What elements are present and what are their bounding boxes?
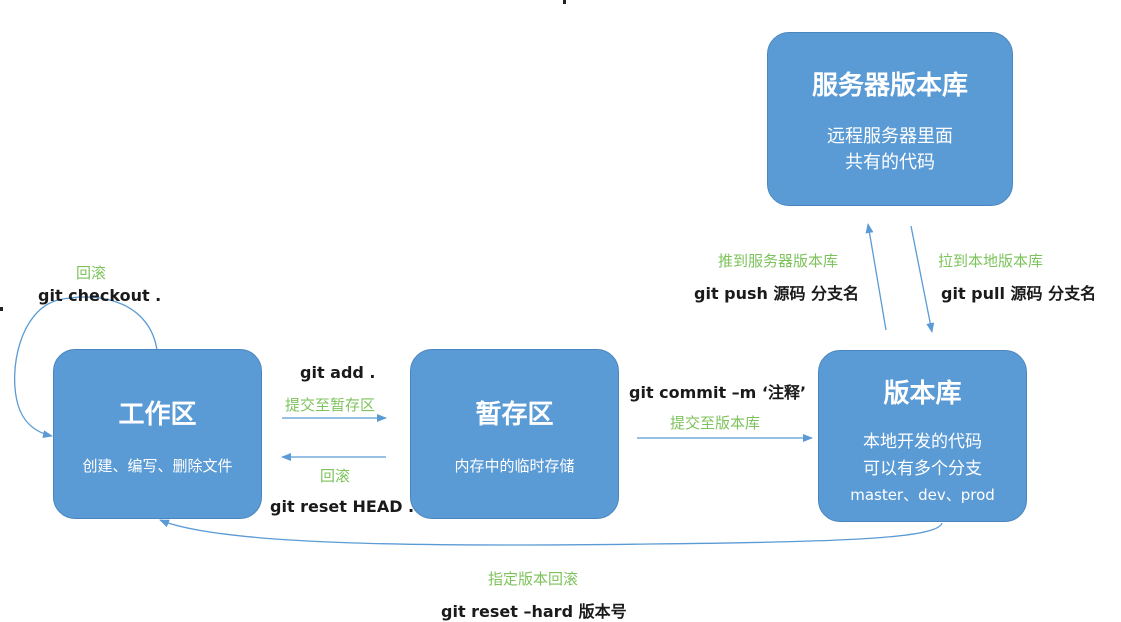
workspace-desc: 创建、编写、删除文件 bbox=[82, 457, 233, 475]
reset-hard-note: 指定版本回滚 bbox=[488, 570, 579, 588]
commit-command: git commit –m ‘注释’ bbox=[629, 383, 807, 402]
repository-desc-line-2: 可以有多个分支 bbox=[863, 459, 982, 479]
reset-head-note: 回滚 bbox=[320, 467, 351, 485]
staging-desc: 内存中的临时存储 bbox=[454, 457, 575, 475]
add-command: git add . bbox=[300, 363, 376, 382]
push-command: git push 源码 分支名 bbox=[694, 284, 860, 303]
commit-note: 提交至版本库 bbox=[670, 414, 761, 432]
repository-desc-line-3: master、dev、prod bbox=[850, 486, 995, 504]
pull-note: 拉到本地版本库 bbox=[938, 252, 1044, 270]
staging-box: 暂存区 内存中的临时存储 bbox=[410, 349, 619, 519]
checkout-note: 回滚 bbox=[76, 264, 107, 282]
push-note: 推到服务器版本库 bbox=[718, 252, 839, 270]
edge-mark-top bbox=[563, 0, 566, 4]
repository-box: 版本库 本地开发的代码 可以有多个分支 master、dev、prod bbox=[818, 350, 1027, 522]
reset-hard-arrow bbox=[159, 519, 943, 546]
pull-arrow bbox=[910, 225, 935, 333]
workspace-box: 工作区 创建、编写、删除文件 bbox=[53, 349, 262, 519]
workspace-title: 工作区 bbox=[118, 400, 197, 430]
staging-title: 暂存区 bbox=[475, 400, 554, 430]
server-repository-desc-line-2: 共有的代码 bbox=[845, 152, 935, 173]
server-repository-title: 服务器版本库 bbox=[811, 71, 968, 101]
server-repository-desc-line-1: 远程服务器里面 bbox=[827, 126, 953, 147]
add-note: 提交至暂存区 bbox=[285, 396, 376, 414]
reset-head-command: git reset HEAD . bbox=[270, 497, 415, 516]
pull-command: git pull 源码 分支名 bbox=[941, 284, 1097, 303]
edge-mark-left bbox=[0, 307, 3, 311]
repository-desc-line-1: 本地开发的代码 bbox=[863, 432, 982, 452]
checkout-command: git checkout . bbox=[38, 286, 162, 305]
checkout-loop-arrow bbox=[14, 296, 158, 439]
push-arrow bbox=[865, 223, 887, 331]
repository-title: 版本库 bbox=[883, 379, 962, 409]
reset-hard-command: git reset –hard 版本号 bbox=[441, 602, 627, 621]
server-repository-box: 服务器版本库 远程服务器里面 共有的代码 bbox=[767, 32, 1013, 206]
